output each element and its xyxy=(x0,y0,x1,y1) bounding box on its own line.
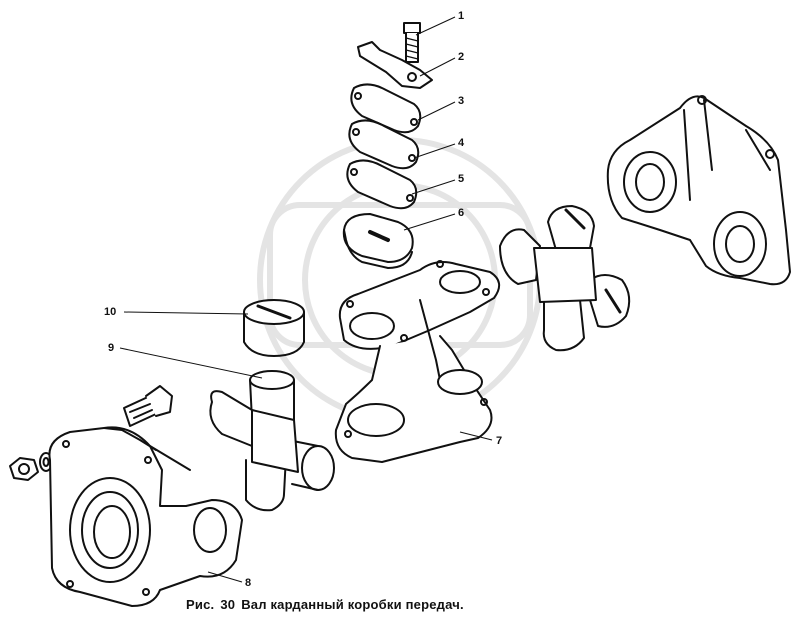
figure-caption: Рис. 30 Вал карданный коробки передач. xyxy=(186,597,470,612)
callout-9: 9 xyxy=(108,342,115,354)
right-spider-cross xyxy=(499,205,631,352)
callout-8: 8 xyxy=(245,577,252,589)
callout-4: 4 xyxy=(458,137,465,149)
callout-3: 3 xyxy=(458,95,465,107)
caption-number: 30 xyxy=(220,597,236,612)
leader-lines xyxy=(119,16,493,583)
part-5-shim xyxy=(346,159,418,210)
nut-and-washer xyxy=(9,452,53,481)
left-flange-bolt xyxy=(123,385,173,427)
callout-1: 1 xyxy=(458,10,465,22)
caption-prefix: Рис. xyxy=(186,597,215,612)
callout-7: 7 xyxy=(496,435,503,447)
right-flange-yoke-housing xyxy=(606,95,791,286)
part-9-spider-cross xyxy=(209,370,335,512)
callout-10: 10 xyxy=(104,306,117,318)
callout-5: 5 xyxy=(458,173,465,185)
part-1-bolt xyxy=(403,22,421,63)
part-3-gasket xyxy=(350,83,422,134)
callout-6: 6 xyxy=(458,207,465,219)
part-2-lock-plate xyxy=(357,41,433,89)
part-10-bearing-cup xyxy=(243,299,305,357)
part-8-flange-housing xyxy=(48,426,243,607)
callout-2: 2 xyxy=(458,51,465,63)
part-7-yoke xyxy=(334,260,501,463)
part-6-bearing-cover xyxy=(342,213,414,269)
caption-title: Вал карданный коробки передач. xyxy=(241,597,464,612)
